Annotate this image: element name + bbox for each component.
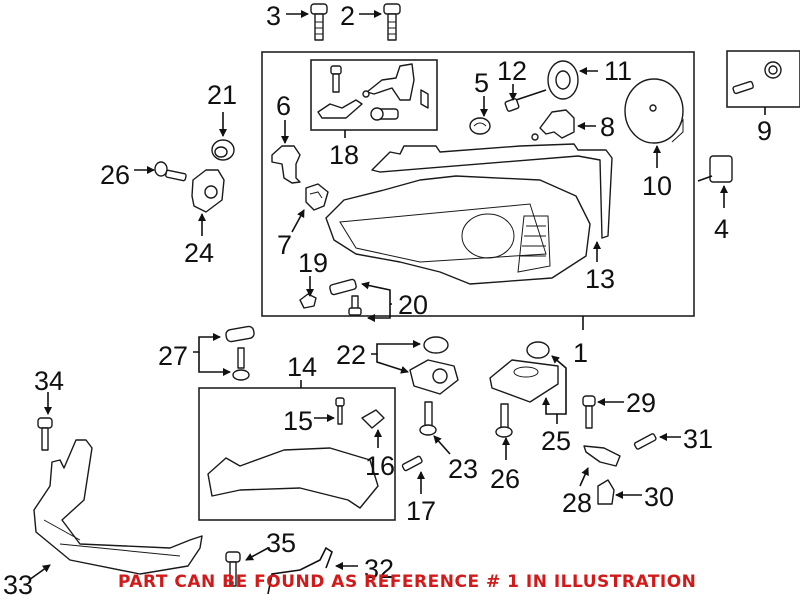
bulb-part-6 <box>271 145 301 184</box>
callout-26-lower: 26 <box>490 464 520 494</box>
bracket-kit-parts <box>207 397 385 509</box>
bolt-part-34 <box>37 417 53 451</box>
callout-16: 16 <box>365 451 395 481</box>
callout-3: 3 <box>266 1 281 31</box>
callout-12: 12 <box>497 56 527 86</box>
callout-26-upper: 26 <box>100 160 130 190</box>
callout-13: 13 <box>585 264 615 294</box>
callout-5: 5 <box>474 68 489 98</box>
callout-19: 19 <box>298 248 328 278</box>
bolt-part-29 <box>582 395 596 429</box>
socket-part-20 <box>329 278 362 316</box>
callout-34: 34 <box>34 366 64 396</box>
ballast-part-22 <box>409 336 459 395</box>
callout-8: 8 <box>600 112 615 142</box>
callout-33: 33 <box>3 570 33 600</box>
footer-note: PART CAN BE FOUND AS REFERENCE # 1 IN IL… <box>118 572 697 592</box>
cover-part-10 <box>624 78 684 144</box>
callout-31: 31 <box>683 424 713 454</box>
screw-part-26-upper <box>154 161 187 182</box>
bolt-part-23 <box>419 401 437 436</box>
callout-27: 27 <box>158 341 188 371</box>
callout-20: 20 <box>398 290 428 320</box>
headlight-assembly-box <box>261 51 695 317</box>
connector-part-4 <box>697 155 733 183</box>
bracket-kit-box <box>198 387 396 521</box>
actuator-part-27 <box>225 325 255 381</box>
mounting-kit-box <box>310 59 438 131</box>
screw-part-17 <box>401 455 423 472</box>
bolt-part-26-lower <box>495 403 513 438</box>
headlight-housing <box>325 143 613 285</box>
callout-9: 9 <box>757 116 772 146</box>
cap-part-11 <box>547 60 579 100</box>
bulb-part-19 <box>299 293 317 309</box>
callout-30: 30 <box>644 482 674 512</box>
grommet-part-21 <box>211 139 235 161</box>
callout-32: 32 <box>364 554 394 584</box>
callout-6: 6 <box>276 91 291 121</box>
callout-10: 10 <box>642 171 672 201</box>
callout-4: 4 <box>714 214 729 244</box>
leader-lines <box>28 10 728 581</box>
bulb-part-5 <box>469 117 491 135</box>
bumper-part-30 <box>597 479 615 505</box>
retainer-clip-part-7 <box>305 183 329 211</box>
callout-24: 24 <box>184 238 214 268</box>
bracket-part-28 <box>583 445 621 467</box>
callout-11: 11 <box>604 56 632 86</box>
callout-25: 25 <box>541 426 571 456</box>
control-module-part-24 <box>191 169 225 213</box>
callout-7: 7 <box>277 230 292 260</box>
bolt-part-2 <box>383 3 401 41</box>
callout-23: 23 <box>448 454 478 484</box>
callout-22: 22 <box>336 340 366 370</box>
callout-15: 15 <box>283 406 313 436</box>
cap-kit-parts <box>732 61 782 95</box>
bulb-part-12 <box>504 89 547 112</box>
hose-part-32 <box>267 546 333 595</box>
callout-1: 1 <box>573 338 588 368</box>
cap-kit-box <box>726 50 800 108</box>
callout-29: 29 <box>626 388 656 418</box>
callout-2: 2 <box>340 1 355 31</box>
callout-35: 35 <box>266 528 296 558</box>
bolt-part-3 <box>310 3 328 41</box>
callout-21: 21 <box>207 80 237 110</box>
callout-28: 28 <box>562 488 592 518</box>
mounting-kit-parts <box>317 63 429 121</box>
callout-17: 17 <box>406 496 436 526</box>
bolt-part-35 <box>225 551 241 587</box>
callout-14: 14 <box>287 352 317 382</box>
callout-18: 18 <box>329 140 359 170</box>
socket-part-8 <box>531 109 575 141</box>
bolt-part-31 <box>633 433 657 450</box>
support-bracket-part-33 <box>33 439 203 575</box>
ballast-part-25 <box>489 341 559 403</box>
